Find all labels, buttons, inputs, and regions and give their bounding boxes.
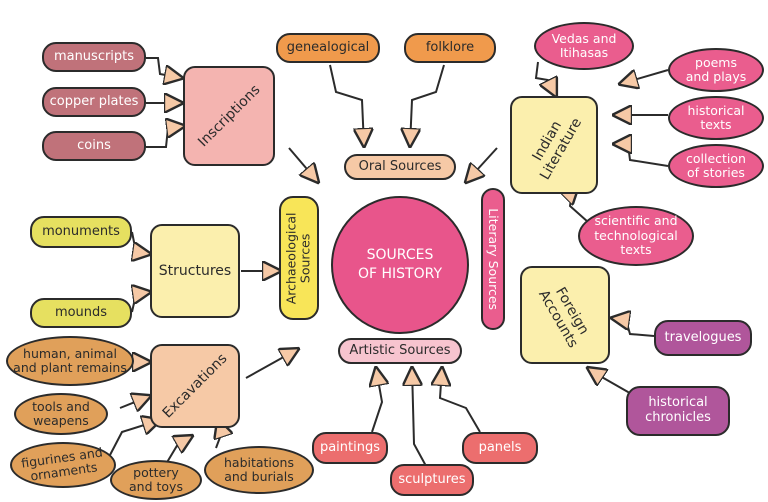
leaf-label: manuscripts <box>53 48 135 64</box>
foreign-accounts-hub: Foreign Accounts <box>520 266 610 364</box>
leaf-label-line1: poems <box>695 54 737 70</box>
leaf-pottery-and-toys: pottery and toys <box>110 460 202 500</box>
inscriptions-label: Inscriptions <box>194 81 264 151</box>
leaf-genealogical: genealogical <box>276 33 380 63</box>
leaf-scientific-and-technological-texts: scientific and technological texts <box>578 206 694 266</box>
leaf-historical-texts: historical texts <box>668 96 764 140</box>
leaf-paintings: paintings <box>312 432 388 464</box>
leaf-label-line2: of stories <box>687 165 745 180</box>
leaf-sculptures: sculptures <box>390 464 474 496</box>
archaeological-sources-node: Archaeological Sources <box>279 196 319 320</box>
leaf-label-line2: and plays <box>685 69 747 84</box>
leaf-label: mounds <box>54 304 108 320</box>
leaf-label: genealogical <box>286 39 370 55</box>
arrow-vedas <box>534 61 556 96</box>
leaf-label-line1: scientific and <box>594 213 678 229</box>
excavations-hub: Excavations <box>150 344 240 428</box>
leaf-label: travelogues <box>664 329 742 345</box>
leaf-label: coins <box>77 137 111 153</box>
artistic-sources-label: Artistic Sources <box>349 342 451 358</box>
center-label-line2: OF HISTORY <box>357 266 443 282</box>
arrow-stories <box>614 144 669 167</box>
archaeological-label-line2: Sources <box>298 233 313 283</box>
leaf-label: sculptures <box>398 471 466 487</box>
excavations-label: Excavations <box>159 350 231 422</box>
leaf-label-line1: human, animal <box>23 345 117 361</box>
leaf-travelogues: travelogues <box>654 320 752 356</box>
leaf-poems-and-plays: poems and plays <box>668 48 764 92</box>
arrow-tools <box>119 396 150 408</box>
leaf-label-line2: texts <box>700 117 732 132</box>
arrow-mounds <box>132 292 150 313</box>
arrow-literature-oral <box>466 147 498 182</box>
leaf-coins: coins <box>42 131 146 161</box>
artistic-sources-node: Artistic Sources <box>338 338 462 364</box>
leaf-human-animal-plant-remains: human, animal and plant remains <box>6 336 134 386</box>
leaf-collection-of-stories: collection of stories <box>668 144 764 188</box>
inscriptions-hub: Inscriptions <box>183 66 275 166</box>
leaf-panels: panels <box>462 432 538 464</box>
oral-sources-node: Oral Sources <box>344 154 456 180</box>
arrow-monuments <box>132 231 150 254</box>
structures-hub: Structures <box>150 224 240 318</box>
arrow-genealogical <box>329 64 364 146</box>
leaf-habitations-and-burials: habitations and burials <box>204 446 314 494</box>
leaf-label-line2: weapens <box>33 413 89 428</box>
arrow-manuscripts <box>146 57 182 78</box>
leaf-copper-plates: copper plates <box>42 87 146 117</box>
leaf-label-line1: habitations <box>223 454 294 470</box>
leaf-vedas-and-itihasas: Vedas and Itihasas <box>534 22 634 70</box>
leaf-label: folklore <box>425 39 475 55</box>
leaf-label-line1: historical <box>687 102 745 118</box>
indian-literature-hub: Indian Literature <box>510 96 598 194</box>
leaf-label-line2: and toys <box>129 479 183 494</box>
arrow-pottery <box>165 436 192 465</box>
leaf-label: panels <box>478 439 522 455</box>
oral-sources-label: Oral Sources <box>358 158 442 174</box>
leaf-label-line3: texts <box>620 242 652 258</box>
arrow-figurines <box>109 420 160 456</box>
arrow-panels <box>440 368 481 433</box>
center-label-line1: SOURCES <box>366 247 434 264</box>
leaf-label-line1: pottery <box>133 464 179 480</box>
leaf-label-line2: Itihasas <box>559 45 609 60</box>
arrow-coins <box>146 126 184 148</box>
leaf-label: copper plates <box>49 93 139 109</box>
leaf-folklore: folklore <box>404 33 496 63</box>
leaf-label-line1: collection <box>686 150 746 166</box>
leaf-label: monuments <box>42 223 120 239</box>
leaf-label-line2: and burials <box>224 469 294 484</box>
leaf-monuments: monuments <box>30 216 132 248</box>
arrow-inscriptions-oral <box>288 147 318 182</box>
leaf-label-line1: tools and <box>32 398 90 414</box>
leaf-figurines-and-ornaments: figurines and ornaments <box>10 442 116 488</box>
arrow-poems <box>620 69 669 84</box>
leaf-manuscripts: manuscripts <box>42 42 146 72</box>
literary-sources-node: Literary Sources <box>481 188 505 330</box>
leaf-label-line2: technological <box>594 227 678 243</box>
leaf-historical-chronicles: historical chronicles <box>626 386 730 436</box>
arrow-paintings <box>372 368 382 433</box>
archaeological-label-line1: Archaeological <box>283 212 299 304</box>
arrow-folklore <box>410 64 445 146</box>
arrow-excavations-archaeological <box>245 349 298 379</box>
leaf-label-line2: chronicles <box>645 410 711 425</box>
leaf-label: paintings <box>319 439 381 455</box>
leaf-label-line1: historical <box>648 395 708 411</box>
leaf-tools-and-weapens: tools and weapens <box>14 393 108 435</box>
leaf-label-line2: and plant remains <box>13 360 127 375</box>
arrow-sculptures <box>412 368 427 467</box>
leaf-mounds: mounds <box>30 298 132 328</box>
arrow-travelogues <box>612 318 655 337</box>
structures-label: Structures <box>158 262 232 279</box>
leaf-label-line1: Vedas and <box>551 30 617 46</box>
literary-sources-label: Literary Sources <box>486 208 502 310</box>
center-node-sources-of-history: SOURCES OF HISTORY <box>331 196 469 334</box>
